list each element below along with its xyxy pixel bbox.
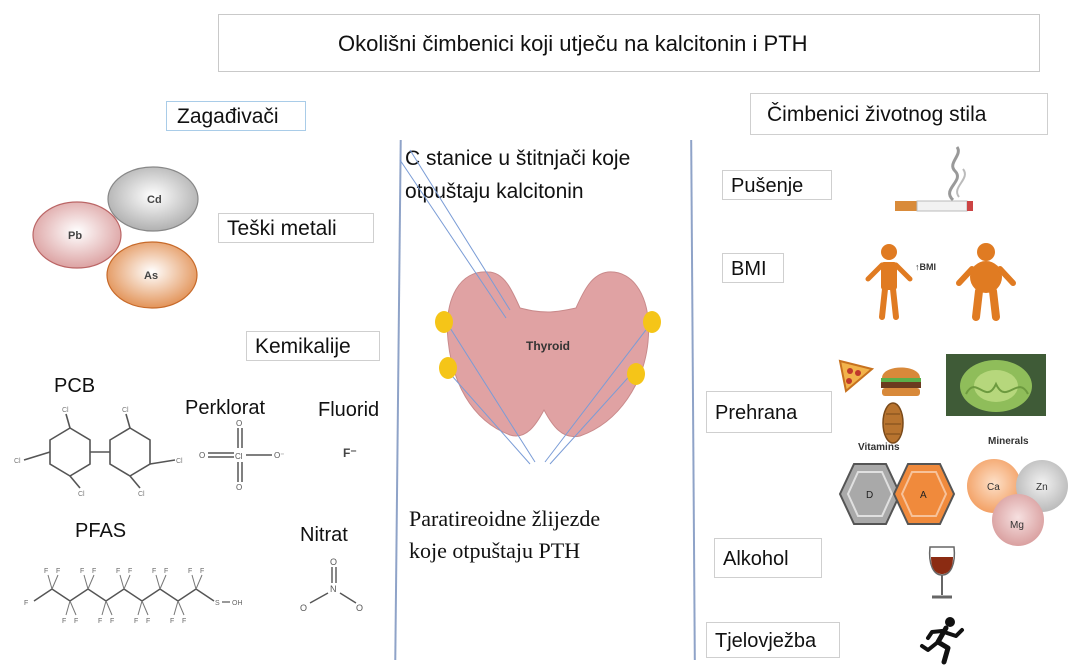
pizza-icon <box>838 359 875 393</box>
thyroid-gland <box>446 271 650 438</box>
svg-text:F: F <box>74 618 78 625</box>
svg-text:F: F <box>80 568 84 575</box>
cabbage-icon <box>946 354 1046 416</box>
svg-text:F: F <box>182 618 186 625</box>
ca-label: Ca <box>987 482 1000 493</box>
svg-text:F: F <box>164 568 168 575</box>
cd-bubble <box>107 166 199 232</box>
bmi-arrow-label: ↑BMI <box>915 262 936 272</box>
svg-text:F: F <box>170 618 174 625</box>
lifestyle-heading: Čimbenici životnog stila <box>750 93 1048 135</box>
svg-text:F: F <box>152 568 156 575</box>
svg-text:F: F <box>116 568 120 575</box>
svg-text:OH: OH <box>232 600 243 607</box>
as-label: As <box>144 270 158 282</box>
vitamin-a-label: A <box>920 490 927 501</box>
nuts-icon <box>882 402 904 444</box>
zn-label: Zn <box>1036 482 1048 493</box>
exercise-label: Tjelovježba <box>706 622 840 658</box>
svg-text:F: F <box>188 568 192 575</box>
smoking-label: Pušenje <box>722 170 832 200</box>
thyroid-label: Thyroid <box>526 339 570 353</box>
right-divider <box>690 140 696 660</box>
pcb-label: PCB <box>54 375 96 397</box>
svg-text:Cl: Cl <box>138 491 145 498</box>
parathyroid-gland <box>627 363 645 385</box>
bmi-person-slim-icon <box>865 244 913 320</box>
svg-text:O: O <box>356 603 363 613</box>
parathyroid-gland <box>439 357 457 379</box>
svg-text:F: F <box>200 568 204 575</box>
bmi-person-heavy-icon <box>956 243 1016 321</box>
svg-text:F: F <box>62 618 66 625</box>
svg-text:O: O <box>236 483 242 492</box>
parathyroid-line2: koje otpuštaju PTH <box>409 538 581 563</box>
svg-text:O: O <box>300 603 307 613</box>
minerals-label: Minerals <box>988 436 1029 447</box>
svg-text:Cl: Cl <box>176 458 183 465</box>
diet-label: Prehrana <box>706 391 832 433</box>
svg-text:F: F <box>56 568 60 575</box>
nitrate-structure-icon: O N O O <box>300 557 363 613</box>
as-bubble <box>106 241 198 309</box>
pfas-structure-icon: F F F F F F F F F F F F F F F F F F F S OH <box>24 568 243 625</box>
svg-text:F: F <box>44 568 48 575</box>
bmi-label: BMI <box>722 253 784 283</box>
svg-text:O: O <box>199 451 205 460</box>
pb-label: Pb <box>68 230 82 242</box>
mg-circle <box>992 494 1044 546</box>
svg-text:Cl: Cl <box>14 458 21 465</box>
alcohol-label: Alkohol <box>714 538 822 578</box>
title-box <box>218 14 1040 72</box>
vitamins-label: Vitamins <box>858 442 900 453</box>
cd-label: Cd <box>147 194 162 206</box>
vitamins-diagram: D A <box>838 463 956 525</box>
page-title: Okolišni čimbenici koji utječu na kalcit… <box>338 31 808 56</box>
svg-text:Cl: Cl <box>78 491 85 498</box>
parathyroid-gland <box>435 311 453 333</box>
parathyroid-line1: Paratireoidne žlijezde <box>409 506 601 531</box>
vitamin-d-label: D <box>866 490 873 501</box>
svg-text:F: F <box>134 618 138 625</box>
svg-text:S: S <box>215 600 220 607</box>
thyroid-illustration: Thyroid <box>399 149 661 465</box>
parathyroid-gland <box>643 311 661 333</box>
svg-text:F: F <box>128 568 132 575</box>
nitrate-label: Nitrat <box>300 524 348 546</box>
running-person-icon <box>920 617 964 665</box>
svg-text:F: F <box>92 568 96 575</box>
c-cells-line1: C stanice u štitnjači koje <box>405 147 631 170</box>
pollutants-heading: Zagađivači <box>166 101 306 131</box>
pb-bubble <box>32 201 122 269</box>
svg-text:F: F <box>110 618 114 625</box>
perchlorate-label: Perklorat <box>185 397 266 419</box>
svg-text:Cl: Cl <box>122 407 129 414</box>
svg-text:O: O <box>330 557 337 567</box>
chemicals-label: Kemikalije <box>246 331 380 361</box>
svg-text:O: O <box>236 419 242 428</box>
fluoride-formula: F⁻ <box>343 446 357 460</box>
svg-text:F: F <box>24 600 28 607</box>
svg-text:F: F <box>98 618 102 625</box>
c-cells-line2: otpuštaju kalcitonin <box>405 180 584 203</box>
mg-label: Mg <box>1010 520 1024 531</box>
svg-text:N: N <box>330 584 337 594</box>
pfas-label: PFAS <box>75 520 127 542</box>
left-divider <box>394 140 402 660</box>
svg-text:Cl: Cl <box>235 452 243 461</box>
fluoride-label: Fluorid <box>318 399 380 421</box>
heavy-metals-label: Teški metali <box>218 213 374 243</box>
svg-text:F: F <box>146 618 150 625</box>
cigarette-icon <box>895 146 973 212</box>
heavy-metals-diagram: Cd Pb As <box>32 166 199 309</box>
perchlorate-structure-icon: O Cl O⁻ O O <box>199 419 284 492</box>
svg-text:Cl: Cl <box>62 407 69 414</box>
burger-icon <box>881 367 921 396</box>
wine-glass-icon <box>928 546 956 599</box>
minerals-diagram: Ca Zn Mg <box>967 459 1068 546</box>
svg-text:O⁻: O⁻ <box>274 451 284 460</box>
